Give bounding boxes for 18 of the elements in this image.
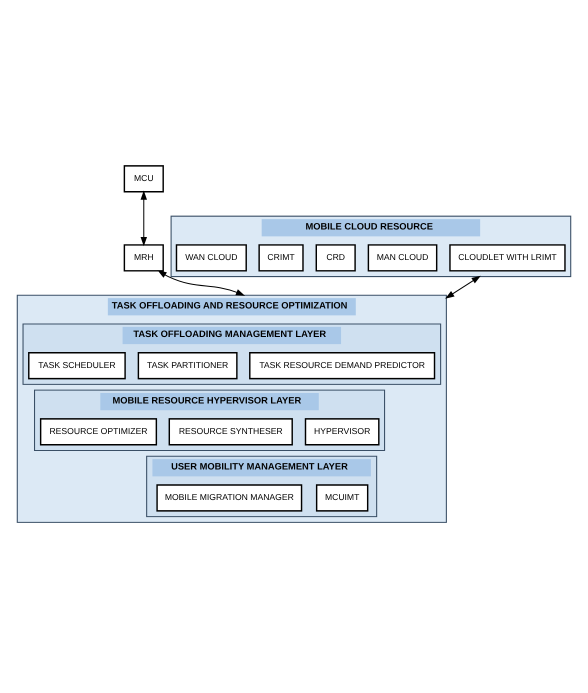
node-box: TASK PARTITIONER <box>138 352 238 379</box>
node-box: HYPERVISOR <box>304 418 380 445</box>
node-box: WAN CLOUD <box>176 244 247 272</box>
arrow <box>157 270 246 296</box>
node-box: TASK SCHEDULER <box>28 352 126 379</box>
node-box: CRIMT <box>258 244 304 272</box>
node-box: RESOURCE OPTIMIZER <box>40 418 158 445</box>
node-box: TASK RESOURCE DEMAND PREDICTOR <box>249 352 436 379</box>
node-box: MOBILE MIGRATION MANAGER <box>156 484 302 512</box>
node-box: MRH <box>124 244 164 272</box>
arrow <box>445 275 481 298</box>
node-box: MCU <box>124 164 164 192</box>
arrow <box>140 190 147 246</box>
node-box: RESOURCE SYNTHESER <box>168 418 293 445</box>
node-box: MAN CLOUD <box>368 244 438 272</box>
node-box: CRD <box>316 244 356 272</box>
node-box: MCUIMT <box>316 484 368 512</box>
node-box: CLOUDLET WITH LRIMT <box>449 244 566 272</box>
